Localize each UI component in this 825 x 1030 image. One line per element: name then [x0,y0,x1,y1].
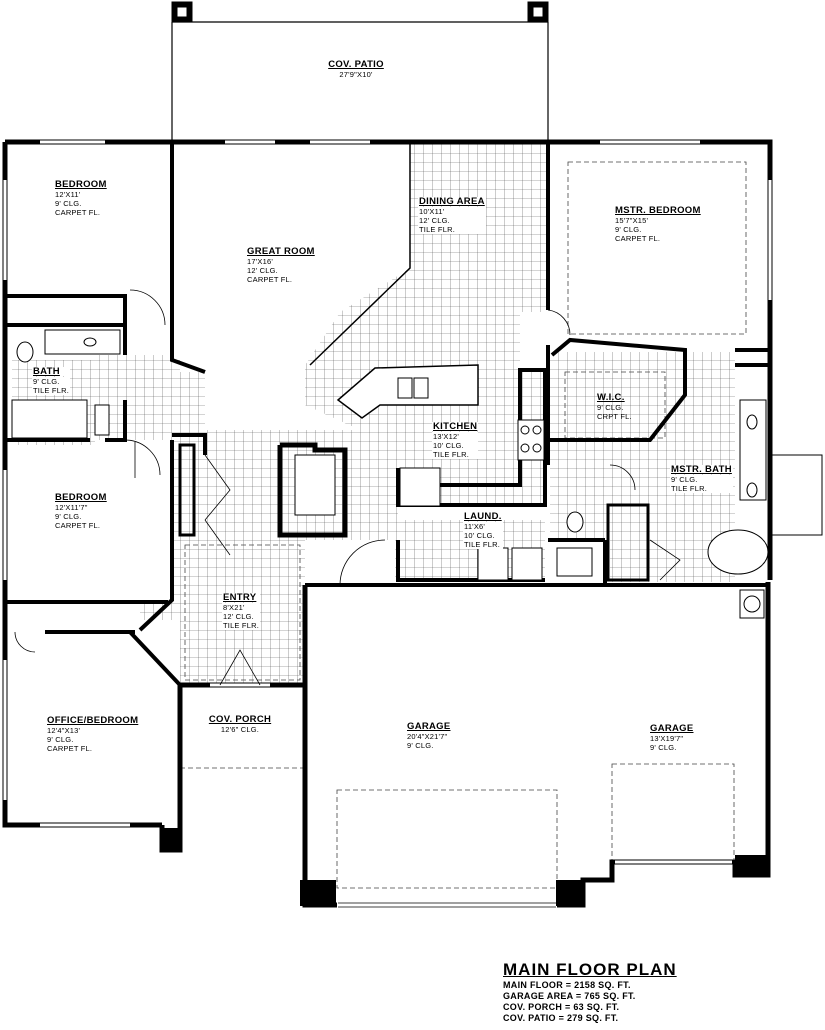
window-lines [2,139,773,908]
room-name: DINING AREA [418,196,486,207]
room-name: GARAGE [407,721,451,732]
room-detail: 9' CLG. [407,741,434,750]
room-name: BEDROOM [55,492,107,503]
room-detail: 9' CLG. [615,225,642,234]
room-name: ENTRY [222,593,260,602]
room-label-master-bedroom: MSTR. BEDROOM 15'7"X15' 9' CLG. CARPET F… [615,206,701,243]
room-label-entry: ENTRY 8'X21' 12' CLG. TILE FLR. [222,593,260,630]
legend-line: GARAGE AREA = 765 SQ. FT. [503,991,636,1001]
room-detail: 10' CLG. [463,531,503,540]
room-detail: 9' CLG. [670,475,733,484]
kitchen-fixtures [397,377,545,581]
fireplace-feature [277,442,348,538]
room-detail: CRPT FL. [597,412,632,421]
room-label-patio: COV. PATIO 27'9"X10' [328,60,384,79]
fireplace-inner [294,454,336,516]
bath-fixtures [11,329,769,619]
room-detail: 9' CLG. [55,512,82,521]
closets [178,443,650,582]
room-detail: TILE FLR. [32,386,70,395]
dining-kitchen-tile [305,142,615,505]
legend-line: COV. PATIO = 279 SQ. FT. [503,1013,619,1023]
garage-door-1 [336,789,558,889]
room-detail: CARPET FL. [55,521,101,530]
room-name: BATH [32,367,70,376]
room-name: BEDROOM [55,179,107,190]
room-detail: 12'X11' [55,190,81,199]
patio [171,1,549,142]
door-swings [14,289,681,686]
posts [162,828,769,906]
room-label-bath: BATH 9' CLG. TILE FLR. [32,367,70,395]
room-detail: 9' CLG. [47,735,74,744]
master-bath-tile [550,352,735,582]
room-detail: TILE FLR. [432,450,479,459]
room-name: GREAT ROOM [247,246,315,257]
room-detail: 12'6" CLG. [220,725,260,734]
tile-floor-areas [12,142,735,685]
room-label-laundry: LAUND. 11'X6' 10' CLG. TILE FLR. [463,512,503,549]
room-label-great-room: GREAT ROOM 17'X16' 12' CLG. CARPET FL. [247,247,315,284]
room-detail: 13'X12' [432,432,479,441]
room-detail: CARPET FL. [47,744,93,753]
room-name: MSTR. BATH [670,464,733,475]
room-detail: 12'4"X13' [47,726,81,735]
room-label-wic: W.I.C. 9' CLG. CRPT FL. [597,393,632,421]
room-detail: 12' CLG. [222,612,260,621]
room-detail: 17'X16' [247,257,273,266]
master-bedroom-ceiling [567,161,747,335]
interior-walls [5,142,770,687]
floor-plan-legend: MAIN FLOOR PLAN MAIN FLOOR = 2158 SQ. FT… [503,960,677,1024]
room-detail: 10' CLG. [432,441,479,450]
room-label-garage-2: GARAGE 13'X19'7" 9' CLG. [650,724,694,752]
room-label-master-bath: MSTR. BATH 9' CLG. TILE FLR. [670,465,733,493]
room-detail: CARPET FL. [615,234,661,243]
legend-title: MAIN FLOOR PLAN [503,960,677,979]
room-label-kitchen: KITCHEN 13'X12' 10' CLG. TILE FLR. [432,421,479,459]
room-label-porch: COV. PORCH 12'6" CLG. [209,715,271,734]
room-detail: TILE FLR. [463,540,503,549]
room-detail: 9' CLG. [55,199,82,208]
room-label-garage-1: GARAGE 20'4"X21'7" 9' CLG. [407,722,451,750]
room-detail: 12' CLG. [418,216,486,225]
room-detail: 12' CLG. [247,266,278,275]
ac-pad [769,454,823,536]
room-name: KITCHEN [432,421,479,432]
room-label-bedroom-2: BEDROOM 12'X11'7" 9' CLG. CARPET FL. [55,493,107,530]
room-detail: TILE FLR. [670,484,733,493]
legend-line: COV. PORCH = 63 SQ. FT. [503,1002,620,1012]
room-name: COV. PORCH [208,714,272,725]
garage-door-2 [611,763,735,861]
room-detail: 15'7"X15' [615,216,649,225]
room-name: COV. PATIO [328,59,384,70]
room-detail: 20'4"X21'7" [407,732,448,741]
room-detail: TILE FLR. [222,621,260,630]
room-label-bedroom-1: BEDROOM 12'X11' 9' CLG. CARPET FL. [55,180,107,217]
room-detail: 11'X6' [463,522,503,531]
room-name: LAUND. [463,511,503,522]
room-detail: TILE FLR. [418,225,486,234]
entry-outline [184,544,301,681]
room-detail: 8'X21' [222,603,260,612]
legend-line: MAIN FLOOR = 2158 SQ. FT. [503,980,631,990]
room-name: GARAGE [650,723,694,734]
room-label-dining: DINING AREA 10'X11' 12' CLG. TILE FLR. [418,197,486,234]
room-detail: 10'X11' [418,207,486,216]
room-name: MSTR. BEDROOM [615,205,701,216]
room-detail: 9' CLG. [32,377,70,386]
room-detail: 27'9"X10' [339,70,373,79]
room-detail: 9' CLG. [650,743,677,752]
room-name: OFFICE/BEDROOM [47,715,139,726]
room-label-office: OFFICE/BEDROOM 12'4"X13' 9' CLG. CARPET … [47,716,138,753]
room-detail: CARPET FL. [55,208,101,217]
room-detail: 9' CLG. [597,403,624,412]
room-detail: CARPET FL. [247,275,293,284]
room-detail: 13'X19'7" [650,734,684,743]
room-name: W.I.C. [597,392,625,403]
room-detail: 12'X11'7" [55,503,88,512]
